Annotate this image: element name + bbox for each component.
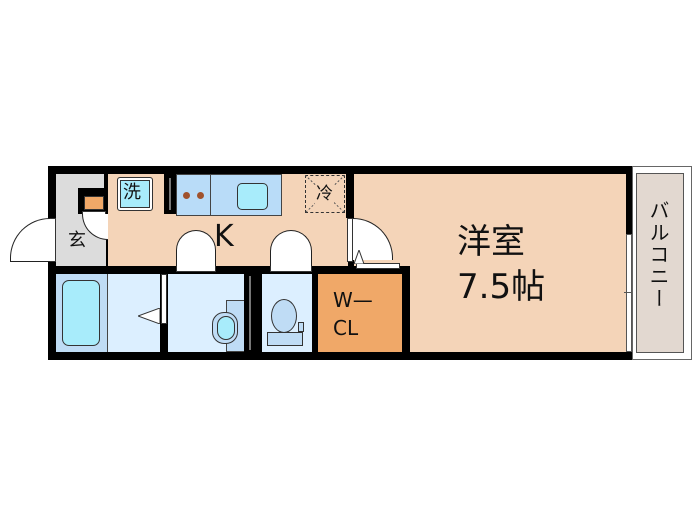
balcony-window[interactable]: [626, 234, 632, 352]
toilet-tank-icon: [267, 332, 303, 346]
western-room-name: 洋室: [457, 222, 525, 262]
kitchen-label: K: [214, 219, 234, 254]
balcony: [636, 173, 684, 353]
kitchen-wall-stub-line: [169, 178, 171, 210]
fridge-cross-icon: [305, 175, 345, 213]
bathtub-icon: [62, 280, 100, 346]
toilet-button-icon: [298, 322, 304, 332]
entrance-door-icon[interactable]: [10, 218, 50, 262]
closet-door-icon[interactable]: [352, 250, 366, 264]
washbasin-bowl-icon: [217, 316, 235, 340]
bath-divider-door[interactable]: [161, 274, 167, 324]
washer-icon: [117, 177, 153, 211]
kitchen-room-wall: [346, 174, 354, 218]
walk-in-closet: [318, 274, 402, 352]
shoe-cabinet: [84, 196, 104, 210]
closet-right-wall: [402, 266, 410, 352]
counter-divider: [210, 174, 211, 216]
vanity-icon: [138, 308, 160, 324]
washroom-toilet-wall-line: [249, 276, 251, 350]
toilet-bowl-icon: [271, 299, 297, 333]
closet-label-line2: CL: [333, 316, 359, 340]
stove-burner-icon: [197, 192, 204, 199]
fridge-space: [305, 175, 345, 213]
fridge-label: 冷: [315, 184, 334, 204]
storage-side: [56, 174, 78, 214]
washroom-door-icon[interactable]: [176, 230, 216, 266]
washroom-toilet-wall: [244, 274, 258, 352]
window-divider: [624, 292, 634, 293]
closet-wall: [312, 266, 410, 274]
toilet-door-icon[interactable]: [270, 230, 312, 266]
balcony-label: バルコニー: [646, 200, 670, 310]
toilet-closet-wall: [312, 270, 318, 352]
stove-burner-icon: [183, 192, 190, 199]
sink-icon: [237, 183, 268, 210]
closet-label-line1: W—: [333, 288, 373, 312]
washer-label: 洗: [123, 182, 141, 203]
western-room-size: 7.5帖: [457, 267, 546, 307]
entrance-label: 玄: [68, 230, 86, 251]
closet-door-threshold: [356, 263, 400, 269]
